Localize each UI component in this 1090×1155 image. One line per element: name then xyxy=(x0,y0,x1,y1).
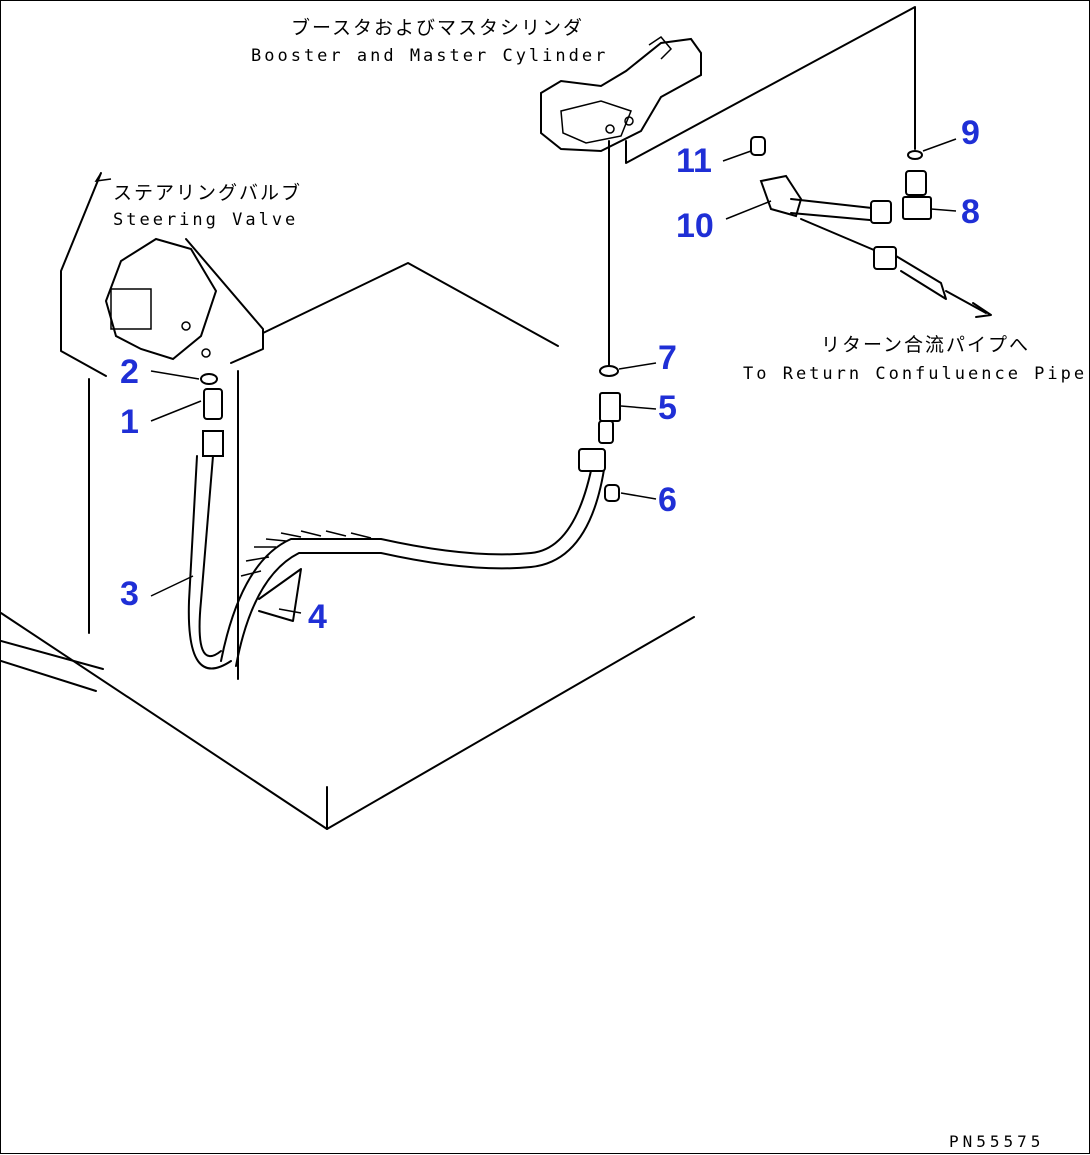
booster-label-jp: ブースタおよびマスタシリンダ xyxy=(291,16,584,39)
callout-2: 2 xyxy=(120,353,139,391)
drawing-code: PN55575 xyxy=(949,1132,1044,1151)
frame-outline xyxy=(1,172,695,830)
steering-label-en: Steering Valve xyxy=(113,210,298,230)
booster-master-cylinder xyxy=(540,6,916,367)
callout-11: 11 xyxy=(676,142,712,180)
return-label-en: To Return Confuluence Pipe xyxy=(743,364,1087,384)
callout-5: 5 xyxy=(658,389,677,427)
leader-lines xyxy=(94,138,957,614)
fittings-center xyxy=(578,365,621,502)
callout-6: 6 xyxy=(658,481,677,519)
steering-label-jp: ステアリングバルブ xyxy=(113,181,302,204)
callout-1: 1 xyxy=(120,403,139,441)
hose-3-outer xyxy=(187,455,232,670)
booster-label-en: Booster and Master Cylinder xyxy=(251,46,608,66)
callout-8: 8 xyxy=(961,193,980,231)
callout-3: 3 xyxy=(120,575,139,613)
return-pipe-assembly xyxy=(750,136,992,318)
hose-4 xyxy=(220,460,606,667)
callout-7: 7 xyxy=(658,339,677,377)
callout-10: 10 xyxy=(676,207,714,245)
steering-valve xyxy=(104,237,218,361)
fittings-left xyxy=(200,373,224,457)
return-label-jp: リターン合流パイプへ xyxy=(821,334,1030,356)
callout-4: 4 xyxy=(308,598,327,636)
callout-9: 9 xyxy=(961,114,980,152)
hose-3 xyxy=(198,455,222,658)
